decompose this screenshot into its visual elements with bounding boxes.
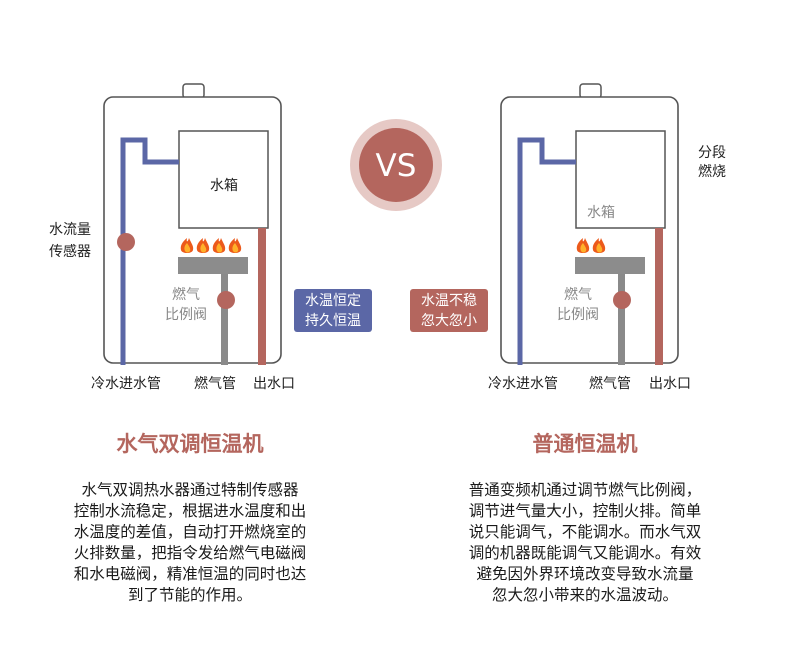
left-outlet-label: 出水口 — [253, 376, 295, 392]
right-gas-valve — [613, 291, 631, 309]
right-valve-label-1: 燃气 — [564, 286, 592, 303]
right-outlet-label: 出水口 — [649, 376, 691, 392]
right-top-connector — [579, 83, 602, 99]
right-desc-line: 调节进气量大小，控制火排。简单 — [468, 502, 702, 520]
left-title: 水气双调恒温机 — [116, 432, 264, 456]
right-burner — [575, 257, 645, 274]
left-badge-line-2: 持久恒温 — [305, 313, 361, 329]
vs-circle — [359, 128, 433, 202]
left-badge-line-1: 水温恒定 — [305, 293, 361, 309]
comparison-diagram: 水箱 燃气 比例阀 水流量 传感器 冷水进水管 燃气管 出水口 水温恒定 持久恒… — [49, 83, 726, 392]
left-hot-water-pipe — [258, 228, 266, 365]
right-badge-line-1: 水温不稳 — [421, 293, 477, 309]
left-heater: 水箱 燃气 比例阀 水流量 传感器 冷水进水管 燃气管 出水口 — [49, 83, 295, 392]
left-gas-pipe-label: 燃气管 — [194, 375, 236, 392]
left-gas-pipe — [221, 274, 228, 365]
left-desc-line: 和水电磁阀，精准恒温的同时也达 — [73, 565, 307, 583]
right-badge-line-2: 忽大忽小 — [421, 313, 477, 329]
left-cold-water-pipe — [120, 137, 179, 365]
right-desc-line: 普通变频机通过调节燃气比例阀， — [468, 481, 702, 499]
left-sensor-label-1: 水流量 — [49, 222, 91, 238]
right-cold-pipe-label: 冷水进水管 — [488, 376, 558, 392]
right-desc-line: 调的机器既能调气又能调水。有效 — [468, 544, 702, 562]
right-desc-line: 避免因外界环境改变导致水流量 — [476, 565, 694, 583]
right-tank-label: 水箱 — [587, 205, 615, 221]
right-description: 普通变频机通过调节燃气比例阀， 调节进气量大小，控制火排。简单 说只能调气，不能… — [432, 480, 738, 606]
left-cold-pipe-label: 冷水进水管 — [91, 376, 161, 392]
right-valve-label-2: 比例阀 — [557, 307, 599, 323]
left-water-tank — [178, 130, 269, 229]
vs-badge: VS — [350, 119, 442, 211]
left-valve-label-2: 比例阀 — [165, 307, 207, 323]
right-stage-label-1: 分段 — [698, 145, 726, 161]
right-water-tank — [575, 130, 666, 229]
left-tank-label: 水箱 — [210, 178, 238, 194]
left-description: 水气双调热水器通过特制传感器 控制水流稳定，根据进水温度和出 水温度的差值，自动… — [40, 480, 340, 606]
left-desc-line: 水温度的差值，自动打开燃烧室的 — [73, 523, 307, 541]
left-valve-label-1: 燃气 — [172, 286, 200, 303]
left-desc-line: 火排数量，把指令发给燃气电磁阀 — [73, 544, 307, 562]
left-desc-line: 控制水流稳定，根据进水温度和出 — [73, 502, 307, 520]
right-stage-label-2: 燃烧 — [698, 163, 726, 180]
right-badge: 水温不稳 忽大忽小 — [410, 289, 488, 332]
vs-label: VS — [376, 148, 417, 184]
left-desc-line: 到了节能的作用。 — [127, 586, 252, 604]
left-desc-line: 水气双调热水器通过特制传感器 — [81, 481, 299, 499]
right-gas-pipe-label: 燃气管 — [589, 375, 631, 392]
left-gas-valve — [217, 291, 235, 309]
left-burner — [178, 257, 248, 274]
right-gas-pipe — [618, 274, 625, 365]
right-desc-line: 说只能调气，不能调水。而水气双 — [468, 523, 702, 541]
right-desc-line: 忽大忽小带来的水温波动。 — [491, 586, 678, 604]
left-sensor-label-2: 传感器 — [49, 243, 91, 260]
right-heater: 水箱 燃气 比例阀 分段 燃烧 冷水进水管 燃气管 出水口 — [488, 83, 726, 392]
left-flow-sensor — [117, 233, 135, 251]
right-cold-water-pipe — [517, 137, 576, 365]
right-title: 普通恒温机 — [532, 432, 638, 456]
left-top-connector — [182, 83, 205, 99]
left-badge: 水温恒定 持久恒温 — [294, 289, 372, 332]
right-hot-water-pipe — [655, 228, 663, 365]
